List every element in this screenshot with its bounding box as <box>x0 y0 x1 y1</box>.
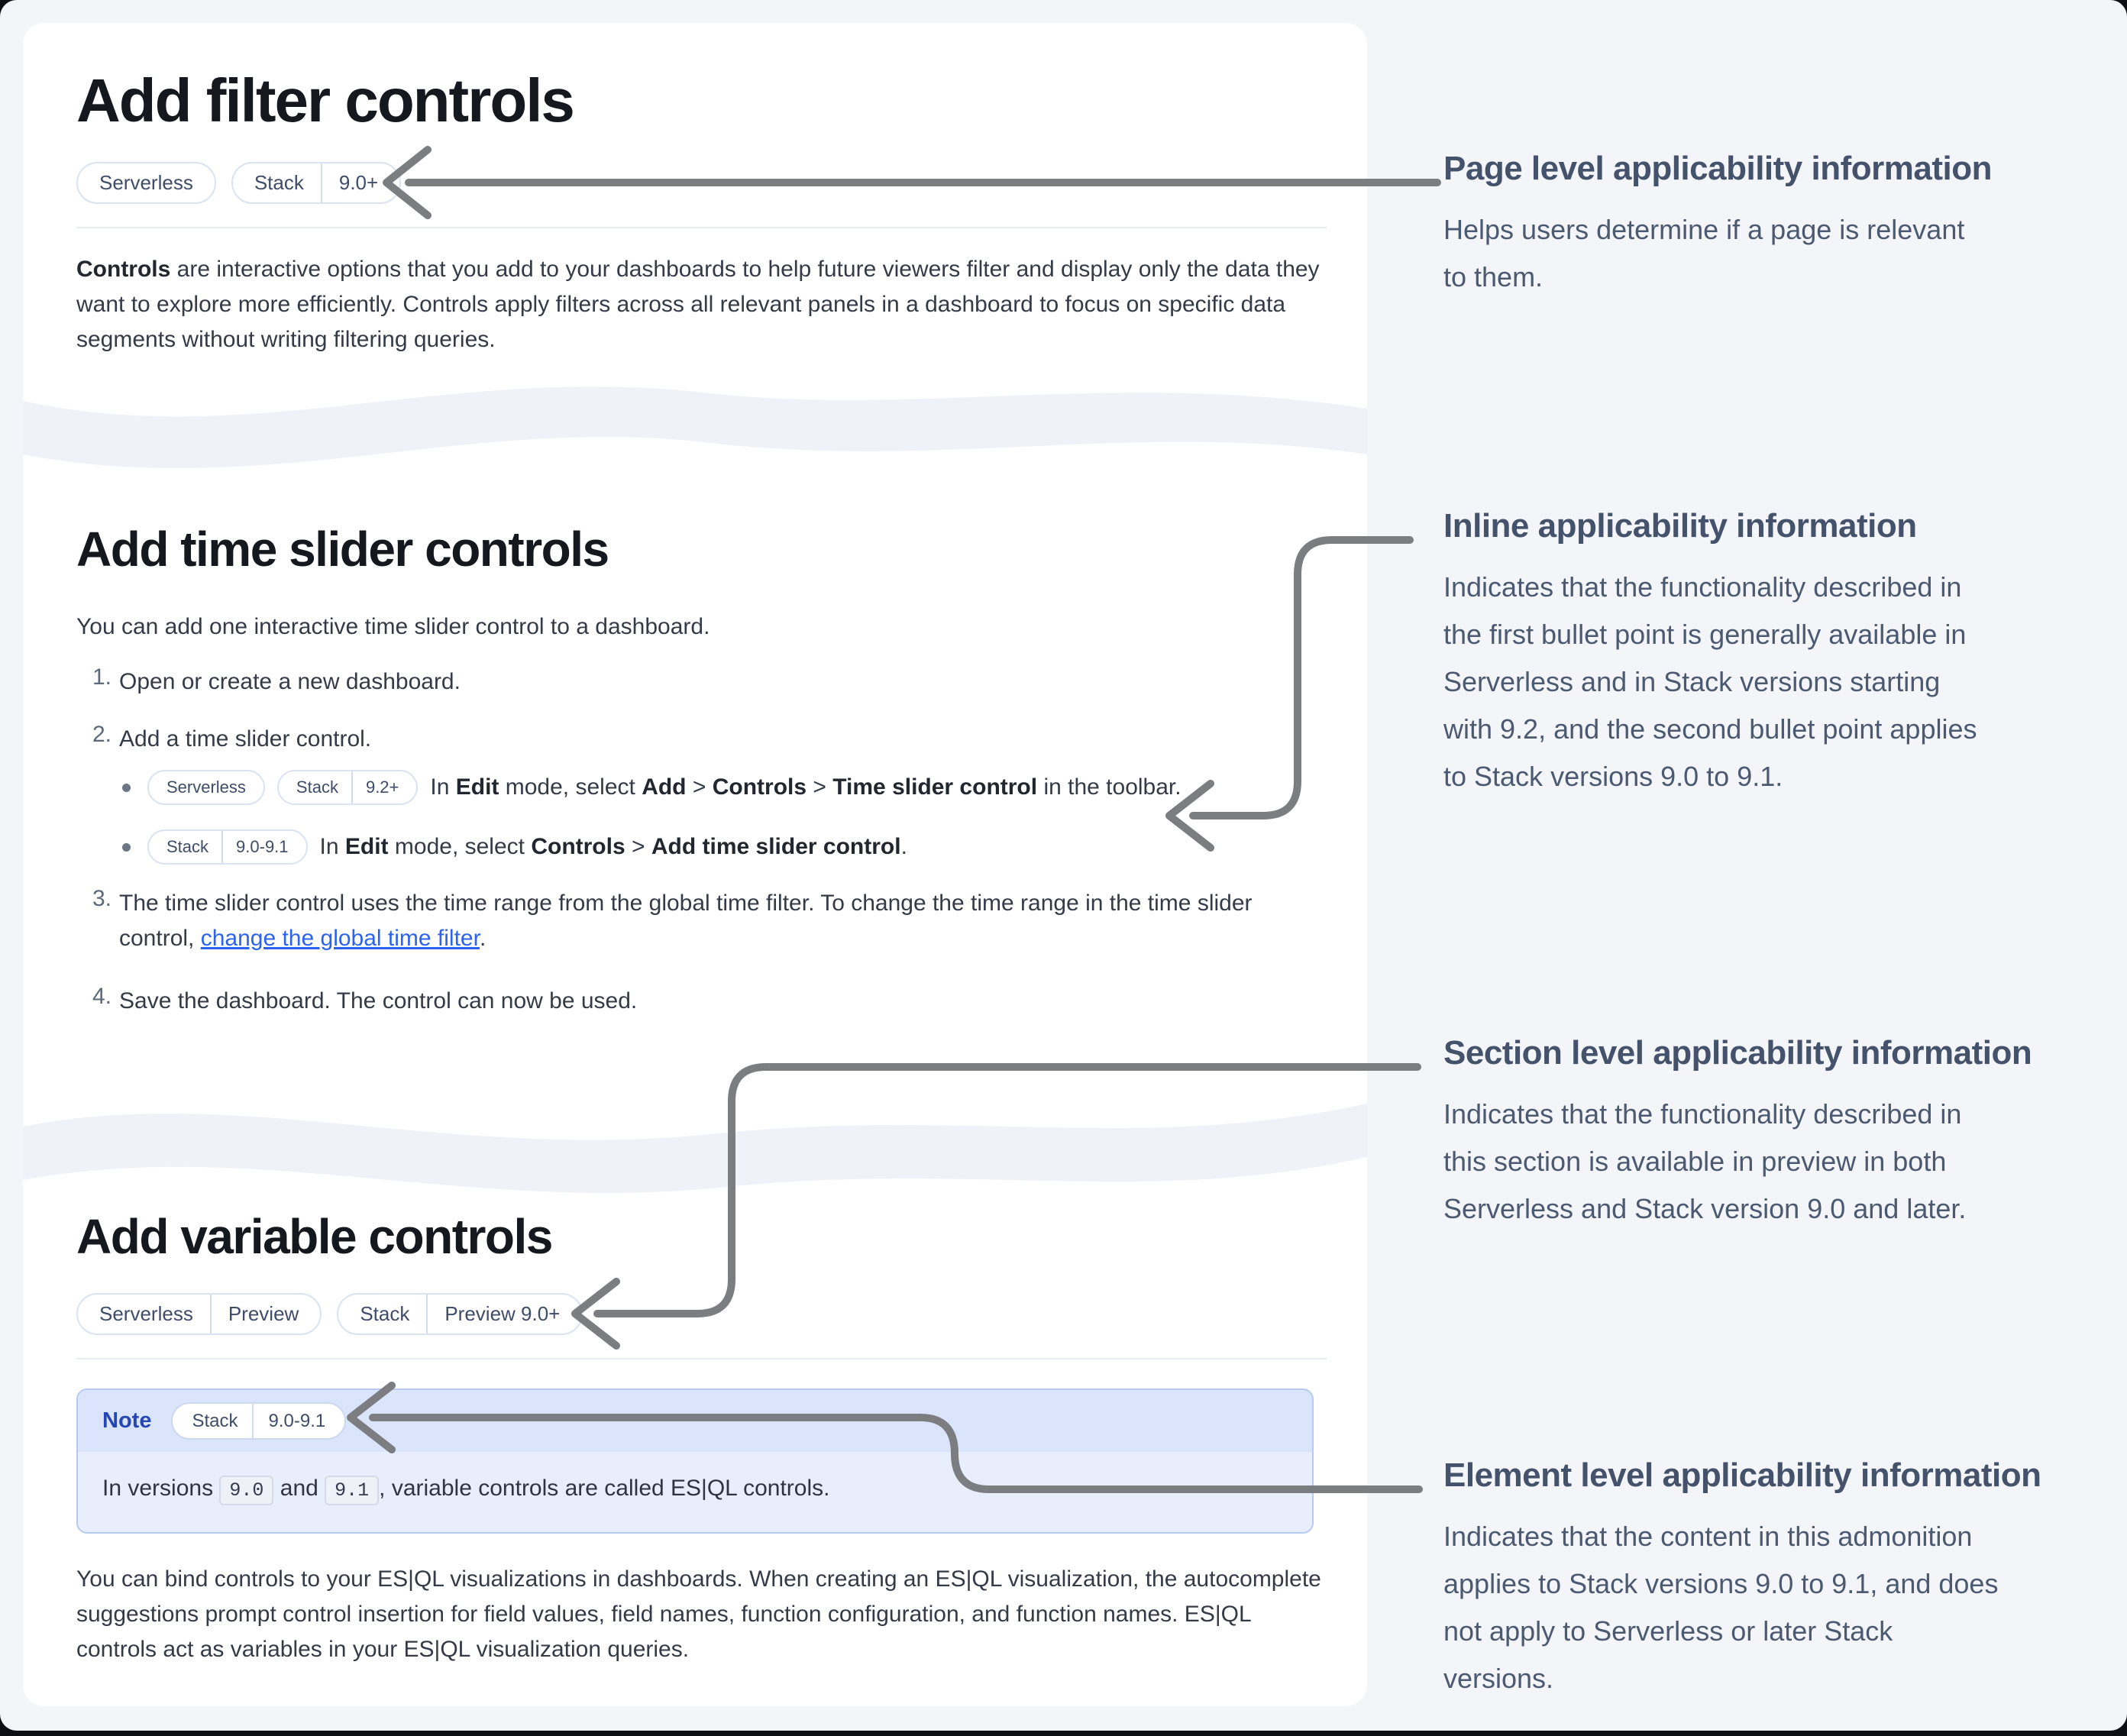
bullet-text: In Edit mode, select Add > Controls > Ti… <box>430 774 1181 800</box>
page-title: Add filter controls <box>76 66 575 134</box>
annotation-title: Inline applicability information <box>1443 507 1917 545</box>
inline-badge-stack: Stack 9.0-9.1 <box>147 829 308 865</box>
section-title-time-slider: Add time slider controls <box>76 522 609 577</box>
text-segment: In <box>430 774 456 800</box>
text-segment: and <box>273 1476 325 1501</box>
global-time-filter-link[interactable]: change the global time filter <box>200 926 480 951</box>
annotation-title: Page level applicability information <box>1443 150 1992 187</box>
step-text: Open or create a new dashboard. <box>119 669 461 694</box>
step-text: Add a time slider control. <box>119 726 372 752</box>
variable-controls-paragraph: You can bind controls to your ES|QL visu… <box>76 1566 1321 1662</box>
text-segment: . <box>900 834 907 859</box>
annotation-section-level: Section level applicability information … <box>1443 1034 2116 1233</box>
annotation-title: Section level applicability information <box>1443 1034 2032 1072</box>
section-title-variable: Add variable controls <box>76 1209 553 1264</box>
note-label: Note <box>102 1408 152 1433</box>
step-number: 4. <box>92 984 112 1009</box>
note-header: Note Stack 9.0-9.1 <box>78 1390 1312 1452</box>
bullet-item-stack-90-91: Stack 9.0-9.1 In Edit mode, select Contr… <box>122 829 907 865</box>
text-segment: are interactive options that you add to … <box>76 257 1320 352</box>
applicability-badge-serverless-preview: Serverless Preview <box>76 1293 322 1335</box>
inline-badge-serverless: Serverless <box>147 770 265 805</box>
annotation-body: Indicates that the content in this admon… <box>1443 1521 1999 1694</box>
text-segment: In versions <box>102 1476 220 1501</box>
intro-paragraph: Controls are interactive options that yo… <box>76 252 1329 357</box>
ordered-step-1: 1. Open or create a new dashboard. <box>79 664 461 700</box>
annotation-title: Element level applicability information <box>1443 1456 2041 1494</box>
text-segment: Edit <box>344 834 389 859</box>
annotation-body: Indicates that the functionality describ… <box>1443 571 1977 792</box>
text-segment: The time slider control uses the time ra… <box>119 891 1253 951</box>
bullet-text: In Edit mode, select Controls > Add time… <box>320 834 907 860</box>
text-segment: Add time slider control <box>651 834 901 859</box>
bullet-icon <box>122 842 131 852</box>
text-segment: Controls <box>76 257 171 282</box>
annotation-page-level: Page level applicability information Hel… <box>1443 150 2116 301</box>
badge-version: 9.0+ <box>320 163 395 202</box>
step-number: 2. <box>92 722 112 747</box>
badge-lifecycle: Preview 9.0+ <box>426 1295 577 1334</box>
text-segment: > <box>625 834 651 859</box>
ordered-step-4: 4. Save the dashboard. The control can n… <box>79 984 637 1019</box>
badge-label: Stack <box>254 171 304 194</box>
badge-version: 9.0-9.1 <box>252 1401 340 1440</box>
note-applicability-badge: Stack 9.0-9.1 <box>171 1401 347 1440</box>
divider <box>76 227 1327 228</box>
text-segment: Edit <box>455 774 499 800</box>
badge-label: Stack <box>192 1411 238 1431</box>
step-text: Save the dashboard. The control can now … <box>119 988 638 1013</box>
badge-version: 9.2+ <box>351 771 412 803</box>
inline-badge-stack: Stack 9.2+ <box>276 770 419 805</box>
step-text: The time slider control uses the time ra… <box>119 886 1311 956</box>
text-segment: Time slider control <box>832 774 1038 800</box>
badge-label: Serverless <box>166 777 246 797</box>
inline-code: 9.1 <box>325 1476 380 1505</box>
bullet-item-serverless-stack-92: Serverless Stack 9.2+ In Edit mode, sele… <box>122 770 1181 805</box>
text-segment: in the toolbar. <box>1037 774 1181 800</box>
text-segment: > <box>686 774 713 800</box>
annotation-body: Helps users determine if a page is relev… <box>1443 214 1965 293</box>
ordered-step-3: 3. The time slider control uses the time… <box>79 886 1311 956</box>
ordered-step-2: 2. Add a time slider control. <box>79 722 371 757</box>
note-admonition: Note Stack 9.0-9.1 In versions 9.0 and 9… <box>76 1388 1314 1534</box>
annotation-body: Indicates that the functionality describ… <box>1443 1098 1967 1224</box>
badge-version: 9.0-9.1 <box>221 831 302 863</box>
text-segment: mode, select <box>388 834 532 859</box>
applicability-badge-serverless: Serverless <box>76 162 216 204</box>
text-segment: Controls <box>712 774 807 800</box>
step-number: 1. <box>92 664 112 690</box>
page-applicability-badges: Serverless Stack 9.0+ <box>76 162 402 204</box>
step-number: 3. <box>92 886 112 911</box>
badge-label: Serverless <box>99 1302 193 1325</box>
text-segment: Add <box>642 774 687 800</box>
text-segment: > <box>807 774 833 800</box>
section-applicability-badges: Serverless Preview Stack Preview 9.0+ <box>76 1293 583 1335</box>
text-segment: . <box>479 926 486 951</box>
badge-label: Stack <box>296 777 338 797</box>
applicability-badge-stack-preview: Stack Preview 9.0+ <box>337 1293 583 1335</box>
applicability-badge-stack: Stack 9.0+ <box>231 162 402 204</box>
text-segment: mode, select <box>499 774 642 800</box>
badge-label: Stack <box>360 1302 410 1325</box>
divider <box>76 1358 1327 1359</box>
annotation-element-level: Element level applicability information … <box>1443 1456 2116 1702</box>
section-intro: You can add one interactive time slider … <box>76 614 710 639</box>
bullet-icon <box>122 783 131 792</box>
text-segment: In <box>319 834 345 859</box>
text-segment: , variable controls are called ES|QL con… <box>379 1476 830 1501</box>
badge-label: Serverless <box>99 171 193 194</box>
annotation-inline-level: Inline applicability information Indicat… <box>1443 507 2116 800</box>
inline-code: 9.0 <box>219 1476 274 1505</box>
note-body: In versions 9.0 and 9.1, variable contro… <box>78 1452 1312 1532</box>
badge-lifecycle: Preview <box>209 1295 315 1334</box>
text-segment: Controls <box>531 834 625 859</box>
badge-label: Stack <box>166 837 209 856</box>
